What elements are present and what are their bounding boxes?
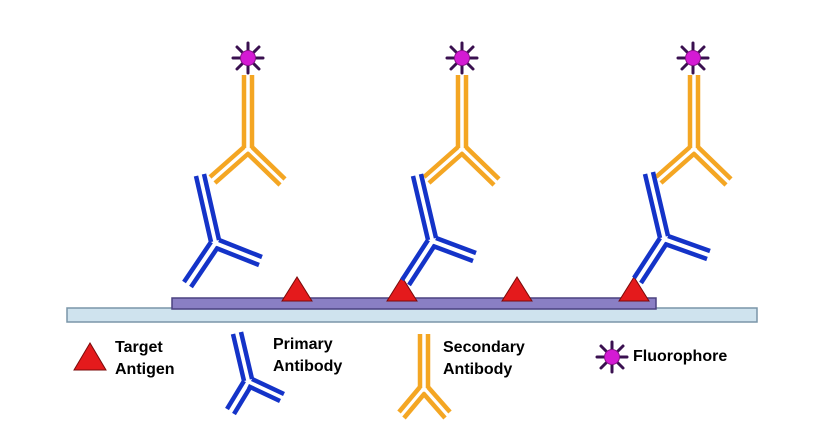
antibody-complex-3	[632, 41, 733, 285]
legend-antigen-line2: Antigen	[115, 361, 175, 378]
legend-primary-label: Primary Antibody	[273, 334, 342, 378]
primary-antibody	[632, 171, 711, 285]
legend-fluorophore-icon	[595, 340, 629, 374]
legend-primary-antibody-icon	[225, 331, 285, 416]
fluorophore-star	[445, 41, 479, 75]
legend-secondary-antibody-icon	[397, 334, 452, 420]
antigen-triangle-3	[501, 276, 533, 302]
antibody-complex-1	[182, 41, 287, 289]
legend-secondary-label: Secondary Antibody	[443, 337, 525, 381]
legend-antigen-label: Target Antigen	[115, 337, 175, 381]
primary-antibody	[400, 173, 477, 287]
fluorophore-star	[676, 41, 710, 75]
antigen-triangle-1	[281, 276, 313, 302]
secondary-antibody	[654, 75, 733, 187]
primary-antibody	[182, 173, 263, 289]
antibody-complex-2	[400, 41, 501, 287]
antigen-triangle-4	[618, 276, 650, 302]
legend-antigen-line1: Target	[115, 339, 163, 356]
legend-fluorophore-label: Fluorophore	[633, 346, 727, 368]
legend-secondary-line1: Secondary	[443, 339, 525, 356]
fluorophore-star	[231, 41, 265, 75]
legend-fluorophore-text: Fluorophore	[633, 348, 728, 365]
legend-primary-line2: Antibody	[273, 358, 343, 375]
glass-slide	[66, 307, 758, 323]
legend-antigen-icon	[73, 342, 107, 371]
legend-primary-line1: Primary	[273, 336, 333, 353]
secondary-antibody	[422, 75, 501, 187]
secondary-antibody	[208, 75, 287, 187]
legend-secondary-line2: Antibody	[443, 361, 513, 378]
antigen-triangle-2	[386, 276, 418, 302]
